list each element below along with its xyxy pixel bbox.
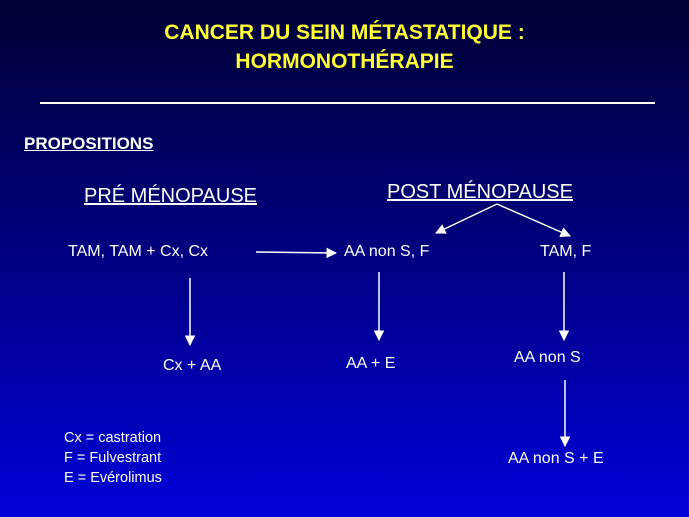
legend-item-fulvestrant: F = Fulvestrant xyxy=(64,450,162,466)
post-menopause-heading: POST MÉNOPAUSE xyxy=(387,181,573,203)
pre-first-line-node: TAM, TAM + Cx, Cx xyxy=(68,243,209,260)
legend-item-castration: Cx = castration xyxy=(64,430,162,446)
pre-second-line-node: Cx + AA xyxy=(163,357,222,374)
section-heading: PROPOSITIONS xyxy=(24,134,154,153)
slide-title-line-1: CANCER DU SEIN MÉTASTATIQUE : xyxy=(164,21,525,44)
post-a-second-line-node: AA + E xyxy=(346,355,396,372)
post-b-third-line-node: AA non S + E xyxy=(508,450,604,467)
pre-menopause-heading: PRÉ MÉNOPAUSE xyxy=(84,185,257,207)
arrow-pre-to-post-a xyxy=(255,247,338,259)
legend: Cx = castration F = Fulvestrant E = Evér… xyxy=(64,428,162,488)
legend-item-everolimus: E = Evérolimus xyxy=(64,470,162,486)
title-divider xyxy=(40,102,655,104)
arrow-post-split-left xyxy=(435,203,498,234)
post-b-first-line-node: TAM, F xyxy=(540,243,592,260)
post-a-first-line-node: AA non S, F xyxy=(344,243,430,260)
arrow-post-split-right xyxy=(496,203,571,238)
slide-title-line-2: HORMONOTHÉRAPIE xyxy=(235,50,454,73)
post-b-second-line-node: AA non S xyxy=(514,349,581,366)
